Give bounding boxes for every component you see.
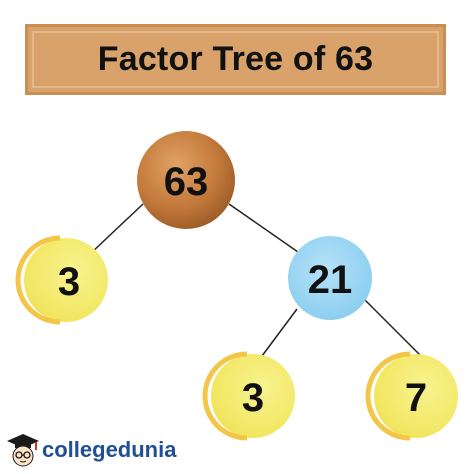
node-root: 63 [137, 131, 235, 229]
node-bottom-left-prime-label: 3 [242, 376, 264, 420]
node-bottom-right-prime: 7 [365, 351, 458, 441]
node-composite-21: 21 [288, 236, 372, 320]
node-bottom-right-prime-circle [374, 354, 458, 438]
diagram-title: Factor Tree of 63 [97, 40, 374, 78]
node-left-prime-circle [24, 238, 108, 322]
student-mascot-icon [7, 434, 39, 467]
node-composite-21-circle [288, 236, 372, 320]
node-left-prime-label: 3 [58, 260, 80, 304]
node-left-prime-edge [15, 235, 61, 325]
node-bottom-left-prime-circle [211, 354, 295, 438]
brand-logo: collegedunia [6, 430, 176, 470]
title-banner: Factor Tree of 63 [25, 24, 446, 95]
node-root-label: 63 [164, 160, 209, 204]
branch-root-left [89, 203, 144, 255]
node-composite-21-label: 21 [308, 258, 353, 302]
brand-logo-text: collegedunia [42, 437, 177, 462]
node-left-prime: 3 [15, 235, 108, 325]
branch-21-right [364, 299, 421, 356]
node-bottom-right-prime-edge [365, 351, 411, 441]
node-bottom-left-prime: 3 [202, 351, 295, 441]
branch-21-left [261, 308, 298, 357]
node-root-circle [137, 131, 235, 229]
node-bottom-right-prime-label: 7 [405, 376, 427, 420]
branch-root-right [228, 203, 299, 253]
node-bottom-left-prime-edge [202, 351, 248, 441]
